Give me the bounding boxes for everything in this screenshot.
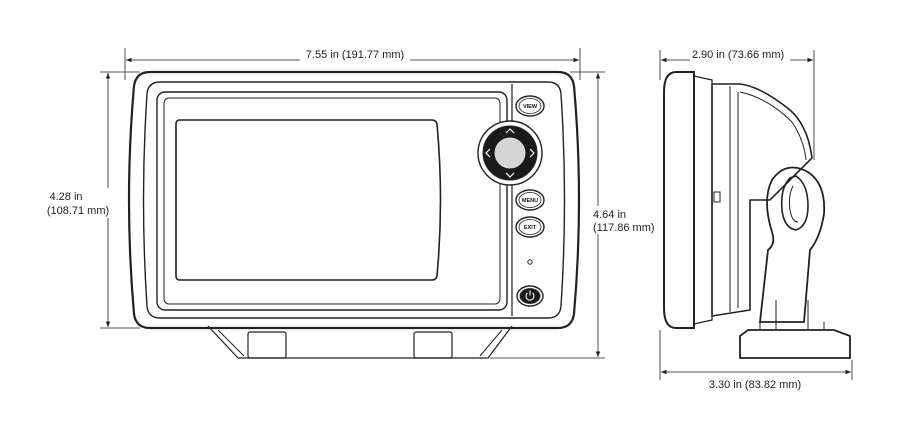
side-top-depth-dimension: 2.90 in (73.66 mm) (659, 49, 815, 160)
front-body-height-in: 4.28 in (49, 191, 82, 203)
front-body-height-mm: (108.71 mm) (47, 205, 109, 217)
side-front-face (663, 71, 695, 329)
side-bracket-arm (758, 166, 826, 323)
display-screen (175, 119, 442, 281)
menu-button[interactable]: MENU (515, 189, 545, 211)
arrow-left-icon (485, 148, 491, 158)
front-width-dimension: 7.55 in (191.77 mm) (124, 48, 581, 80)
front-bezel (142, 81, 566, 319)
side-bracket-knob (780, 175, 809, 231)
light-sensor (527, 259, 533, 265)
front-width-label: 7.55 in (191.77 mm) (306, 49, 404, 61)
front-total-height-dimension: 4.64 in (117.86 mm) (490, 71, 655, 359)
front-body-height-dimension: 4.28 in (108.71 mm) (47, 71, 140, 329)
side-top-depth-label: 2.90 in (73.66 mm) (692, 49, 784, 61)
power-icon (525, 290, 535, 301)
display-frame (156, 91, 508, 311)
front-stand-base (207, 325, 513, 359)
exit-button-label: EXIT (524, 225, 537, 231)
arrow-down-icon (505, 172, 515, 178)
arrow-right-icon (529, 148, 535, 158)
view-button-label: VIEW (523, 104, 538, 110)
front-view: VIEW MENU EXIT (127, 70, 581, 359)
exit-button[interactable]: EXIT (515, 216, 545, 238)
front-total-height-mm: (117.86 mm) (593, 222, 655, 234)
power-button[interactable] (516, 285, 544, 307)
front-total-height-in: 4.64 in (593, 209, 626, 221)
display-frame-inner (163, 97, 501, 305)
directional-pad[interactable] (477, 120, 543, 186)
front-housing (127, 70, 581, 330)
view-button[interactable]: VIEW (515, 95, 545, 117)
side-bottom-depth-dimension: 3.30 in (83.82 mm) (659, 330, 853, 391)
menu-button-label: MENU (522, 198, 538, 204)
arrow-up-icon (505, 128, 515, 134)
side-bottom-depth-label: 3.30 in (83.82 mm) (709, 379, 801, 391)
side-view (663, 71, 851, 359)
side-rear-housing (711, 83, 813, 317)
side-bracket-base (739, 329, 851, 359)
